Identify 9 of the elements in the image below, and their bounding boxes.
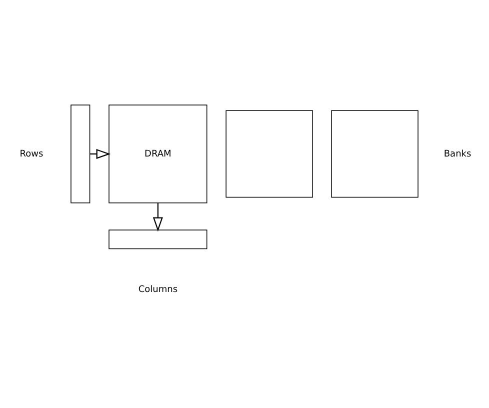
label: Banks [444, 149, 472, 160]
node-box: DRAM [108, 104, 208, 204]
node-box [226, 110, 313, 198]
node-bar [70, 104, 90, 204]
label: Rows [20, 149, 44, 160]
label: Columns [138, 284, 178, 295]
node-box [331, 110, 418, 198]
node-bar [108, 230, 208, 250]
arrow [152, 203, 163, 232]
